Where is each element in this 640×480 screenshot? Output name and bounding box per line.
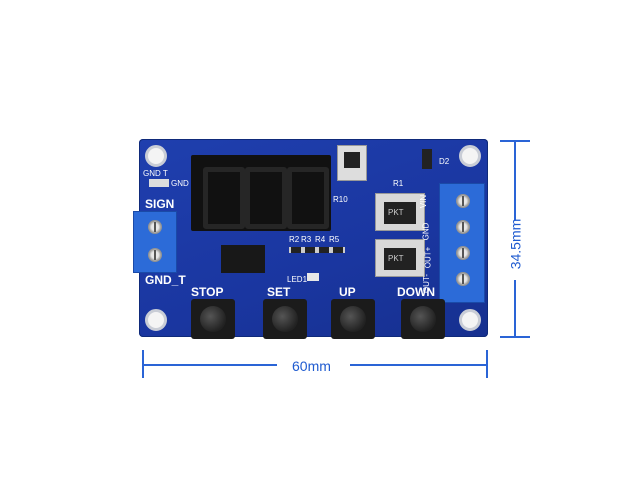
width-dimension-line-right bbox=[350, 364, 486, 366]
right-terminal-screw-4 bbox=[456, 272, 470, 286]
pcb-board: GND T GND SIGN GND_T D2 R10 R1 R2 R3 R4 … bbox=[133, 139, 488, 339]
label-sign: SIGN bbox=[145, 197, 175, 211]
mosfet-bottom: PKT bbox=[375, 239, 425, 277]
diode-d2 bbox=[422, 149, 432, 169]
right-terminal-block bbox=[439, 183, 485, 303]
right-terminal-screw-1 bbox=[456, 194, 470, 208]
label-up: UP bbox=[339, 285, 356, 299]
label-gnd: GND bbox=[421, 222, 431, 241]
voltage-regulator bbox=[337, 145, 367, 181]
display-digit-1 bbox=[203, 167, 245, 229]
width-dimension-tick-left bbox=[142, 350, 144, 378]
mounting-hole-top-right bbox=[459, 145, 481, 167]
label-set: SET bbox=[267, 285, 291, 299]
mounting-hole-bottom-right bbox=[459, 309, 481, 331]
jumper-pads bbox=[149, 179, 169, 187]
seven-segment-display bbox=[191, 155, 331, 231]
height-dimension-label: 34.5mm bbox=[507, 218, 524, 270]
label-r5: R5 bbox=[329, 235, 340, 244]
label-out-plus: OUT+ bbox=[423, 246, 433, 269]
mounting-hole-bottom-left bbox=[145, 309, 167, 331]
label-r2: R2 bbox=[289, 235, 300, 244]
left-terminal-screw-top bbox=[148, 220, 162, 234]
label-r4: R4 bbox=[315, 235, 326, 244]
mounting-hole-top-left bbox=[145, 145, 167, 167]
label-gnd-small: GND bbox=[171, 179, 189, 188]
right-terminal-screw-2 bbox=[456, 220, 470, 234]
right-terminal-screw-3 bbox=[456, 246, 470, 260]
set-button[interactable] bbox=[263, 299, 307, 339]
width-dimension-tick-right bbox=[486, 350, 488, 378]
width-dimension-line-left bbox=[142, 364, 277, 366]
label-down: DOWN bbox=[397, 285, 435, 299]
label-led1: LED1 bbox=[287, 275, 308, 284]
height-dimension-line-bottom bbox=[514, 280, 516, 336]
stop-button[interactable] bbox=[191, 299, 235, 339]
label-gnd-t-top: GND T bbox=[143, 169, 168, 178]
height-dimension-tick-bottom bbox=[500, 336, 530, 338]
height-dimension-line-top bbox=[514, 140, 516, 220]
label-r1: R1 bbox=[393, 179, 404, 188]
display-digit-3 bbox=[287, 167, 329, 229]
resistor bbox=[331, 247, 345, 253]
mosfet-top: PKT bbox=[375, 193, 425, 231]
led bbox=[307, 273, 319, 281]
up-button[interactable] bbox=[331, 299, 375, 339]
display-digit-2 bbox=[245, 167, 287, 229]
down-button[interactable] bbox=[401, 299, 445, 339]
label-d2: D2 bbox=[439, 157, 450, 166]
label-r3: R3 bbox=[301, 235, 312, 244]
label-gnd-t-bottom: GND_T bbox=[145, 273, 186, 287]
label-r10: R10 bbox=[333, 195, 348, 204]
left-terminal-screw-bottom bbox=[148, 248, 162, 262]
label-vin: VIN bbox=[419, 194, 429, 209]
height-dimension-tick-top bbox=[500, 140, 530, 142]
resistor bbox=[289, 247, 303, 253]
width-dimension-label: 60mm bbox=[292, 358, 331, 374]
optocoupler-chip bbox=[221, 245, 265, 273]
resistor bbox=[317, 247, 331, 253]
resistor bbox=[303, 247, 317, 253]
left-terminal-block bbox=[133, 211, 177, 273]
label-stop: STOP bbox=[191, 285, 224, 299]
